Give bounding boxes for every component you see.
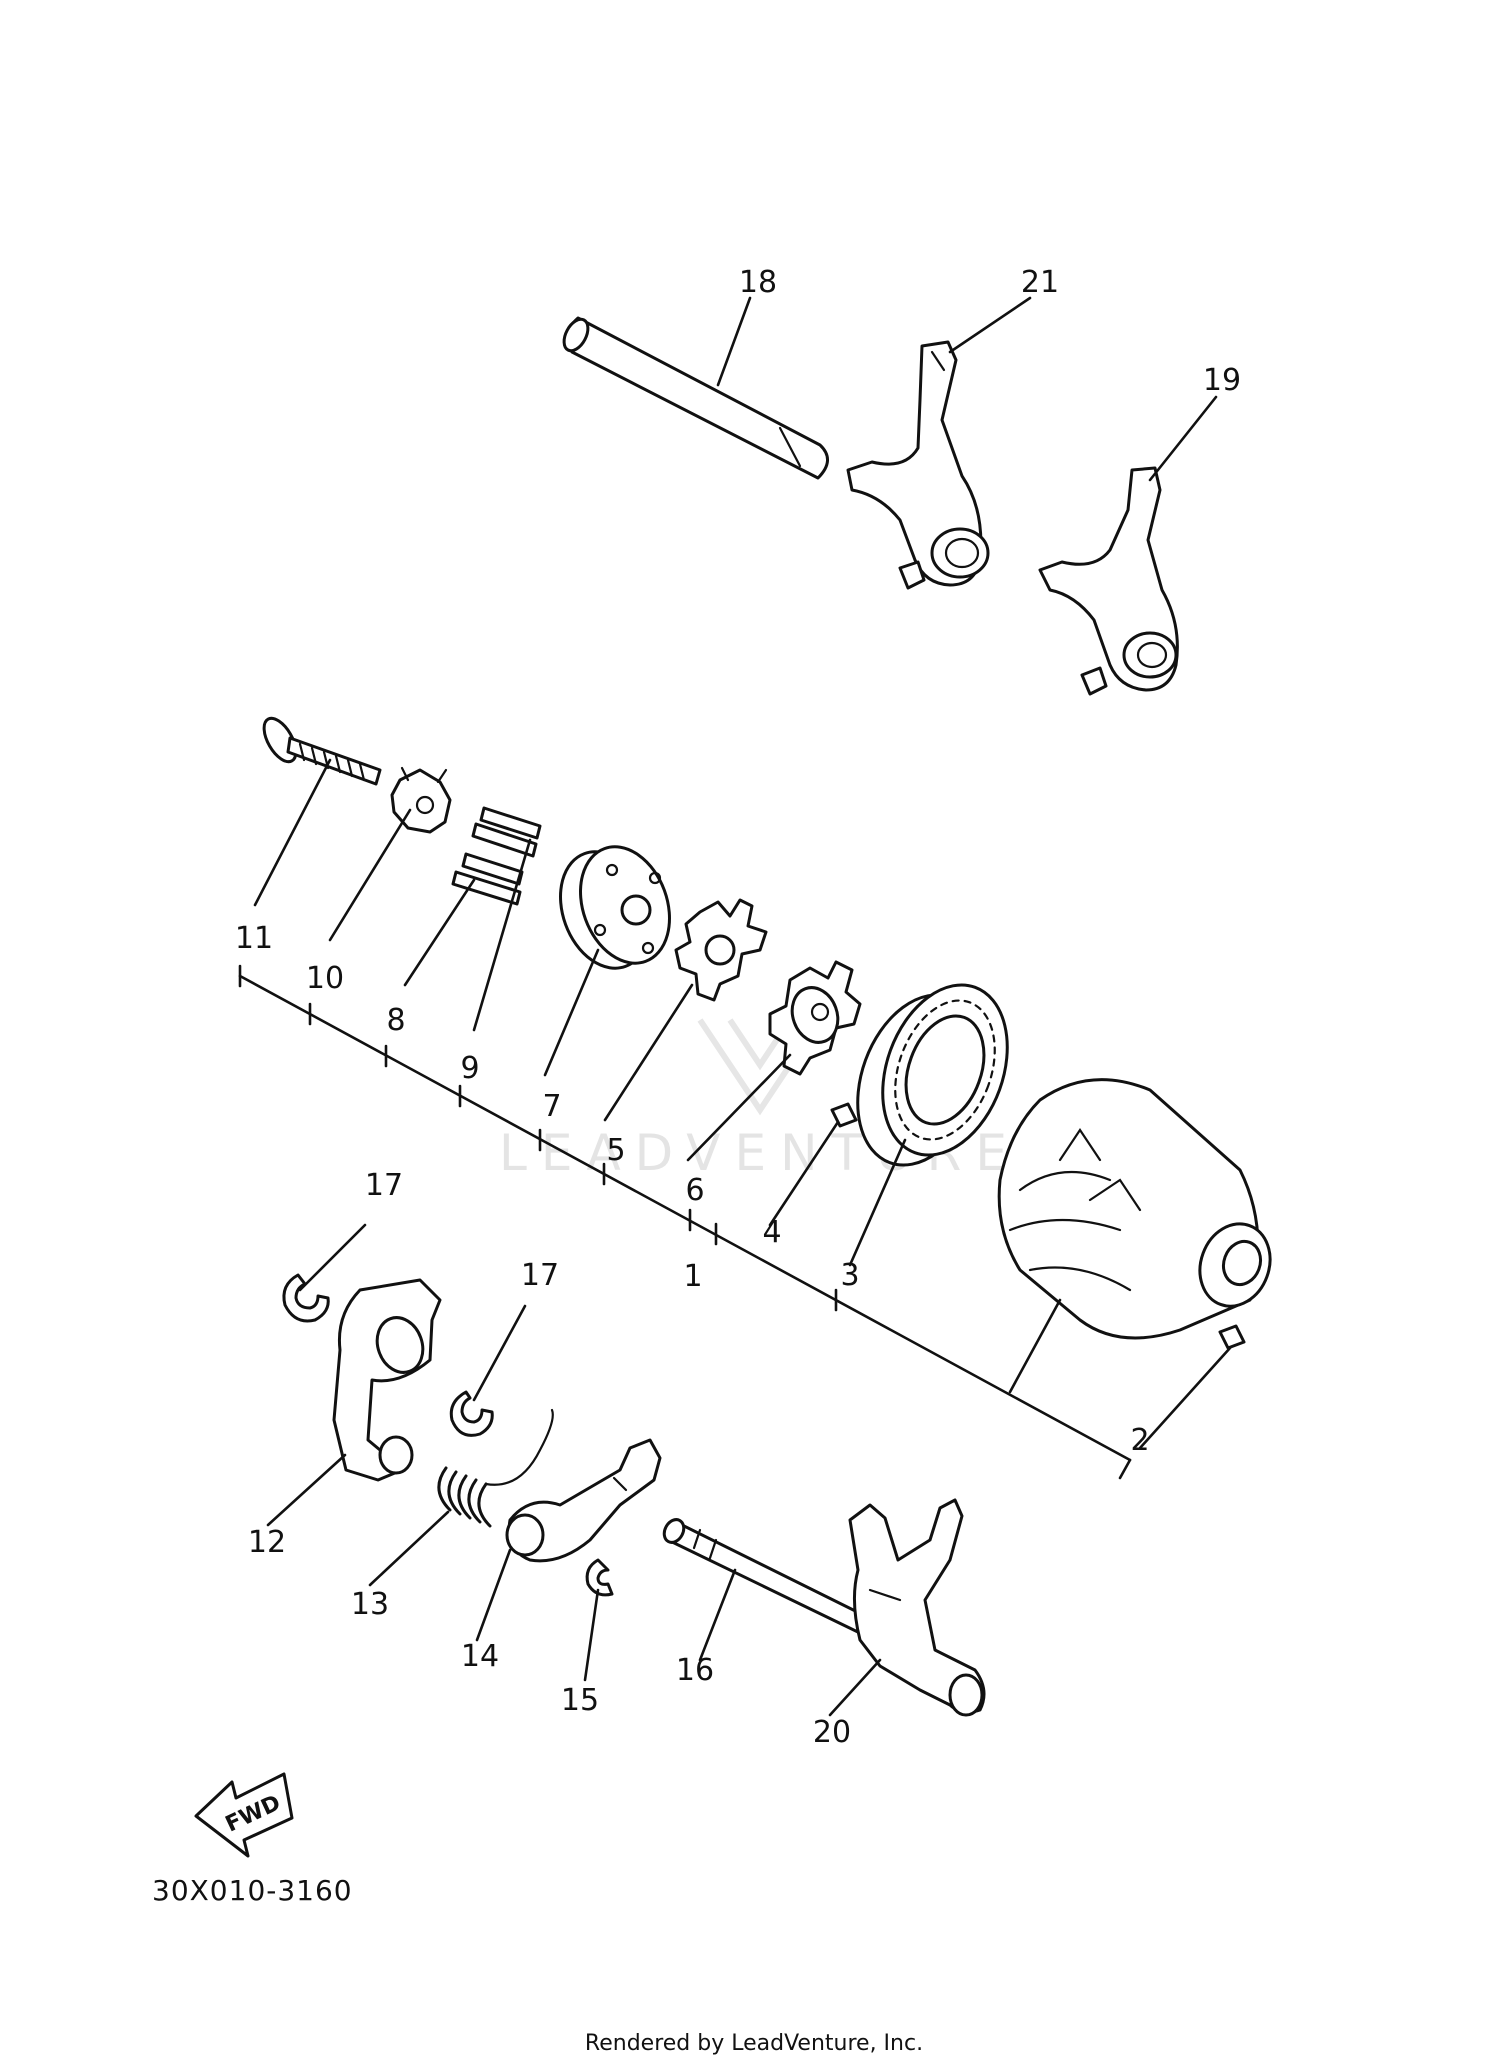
callout-8: 8 xyxy=(386,1003,405,1038)
circlip-a xyxy=(282,1273,330,1323)
star-plate xyxy=(674,898,768,1002)
circlip-small xyxy=(585,1558,614,1597)
callout-11: 11 xyxy=(235,921,273,956)
segment-plate-2 xyxy=(768,960,862,1076)
callout-labels: 18 21 19 11 10 8 9 7 5 6 4 1 3 2 17 17 1… xyxy=(235,265,1241,1750)
callout-5: 5 xyxy=(606,1133,625,1168)
callout-19: 19 xyxy=(1203,363,1241,398)
callout-12: 12 xyxy=(248,1525,286,1560)
callout-20: 20 xyxy=(813,1715,851,1750)
callout-6: 6 xyxy=(685,1173,704,1208)
shift-guide-bar xyxy=(562,316,829,480)
leader-lines xyxy=(238,296,1232,1717)
shift-drum xyxy=(997,1078,1272,1350)
footer-credit: Rendered by LeadVenture, Inc. xyxy=(585,2031,923,2056)
torsion-spring xyxy=(437,1408,554,1528)
callout-1: 1 xyxy=(683,1259,702,1294)
callout-4: 4 xyxy=(762,1215,781,1250)
callout-15: 15 xyxy=(561,1683,599,1718)
callout-10: 10 xyxy=(306,961,344,996)
callout-13: 13 xyxy=(351,1587,389,1622)
callout-21: 21 xyxy=(1021,265,1059,300)
callout-7: 7 xyxy=(542,1089,561,1124)
shift-fork-upper xyxy=(846,340,990,590)
shift-arm xyxy=(332,1278,442,1482)
shift-pins xyxy=(451,806,542,906)
shift-cam-segment xyxy=(559,845,671,970)
callout-17-left: 17 xyxy=(365,1168,403,1203)
fwd-arrow-icon: FWD xyxy=(194,1772,294,1858)
bolt xyxy=(262,716,382,786)
dowel-pin xyxy=(830,1102,858,1128)
diagram-code: 30X010-3160 xyxy=(152,1874,353,1907)
callout-3: 3 xyxy=(840,1258,859,1293)
callout-17-right: 17 xyxy=(521,1258,559,1293)
segment-plate xyxy=(390,766,452,834)
circlip-b xyxy=(449,1390,494,1437)
shift-fork-right xyxy=(1038,466,1179,696)
bearing xyxy=(856,983,1009,1167)
shift-fork-lower xyxy=(848,1498,986,1717)
callout-2: 2 xyxy=(1130,1423,1149,1458)
shift-lever xyxy=(505,1438,662,1563)
callout-9: 9 xyxy=(460,1051,479,1086)
callout-14: 14 xyxy=(461,1639,499,1674)
callout-18: 18 xyxy=(739,265,777,300)
callout-16: 16 xyxy=(676,1653,714,1688)
